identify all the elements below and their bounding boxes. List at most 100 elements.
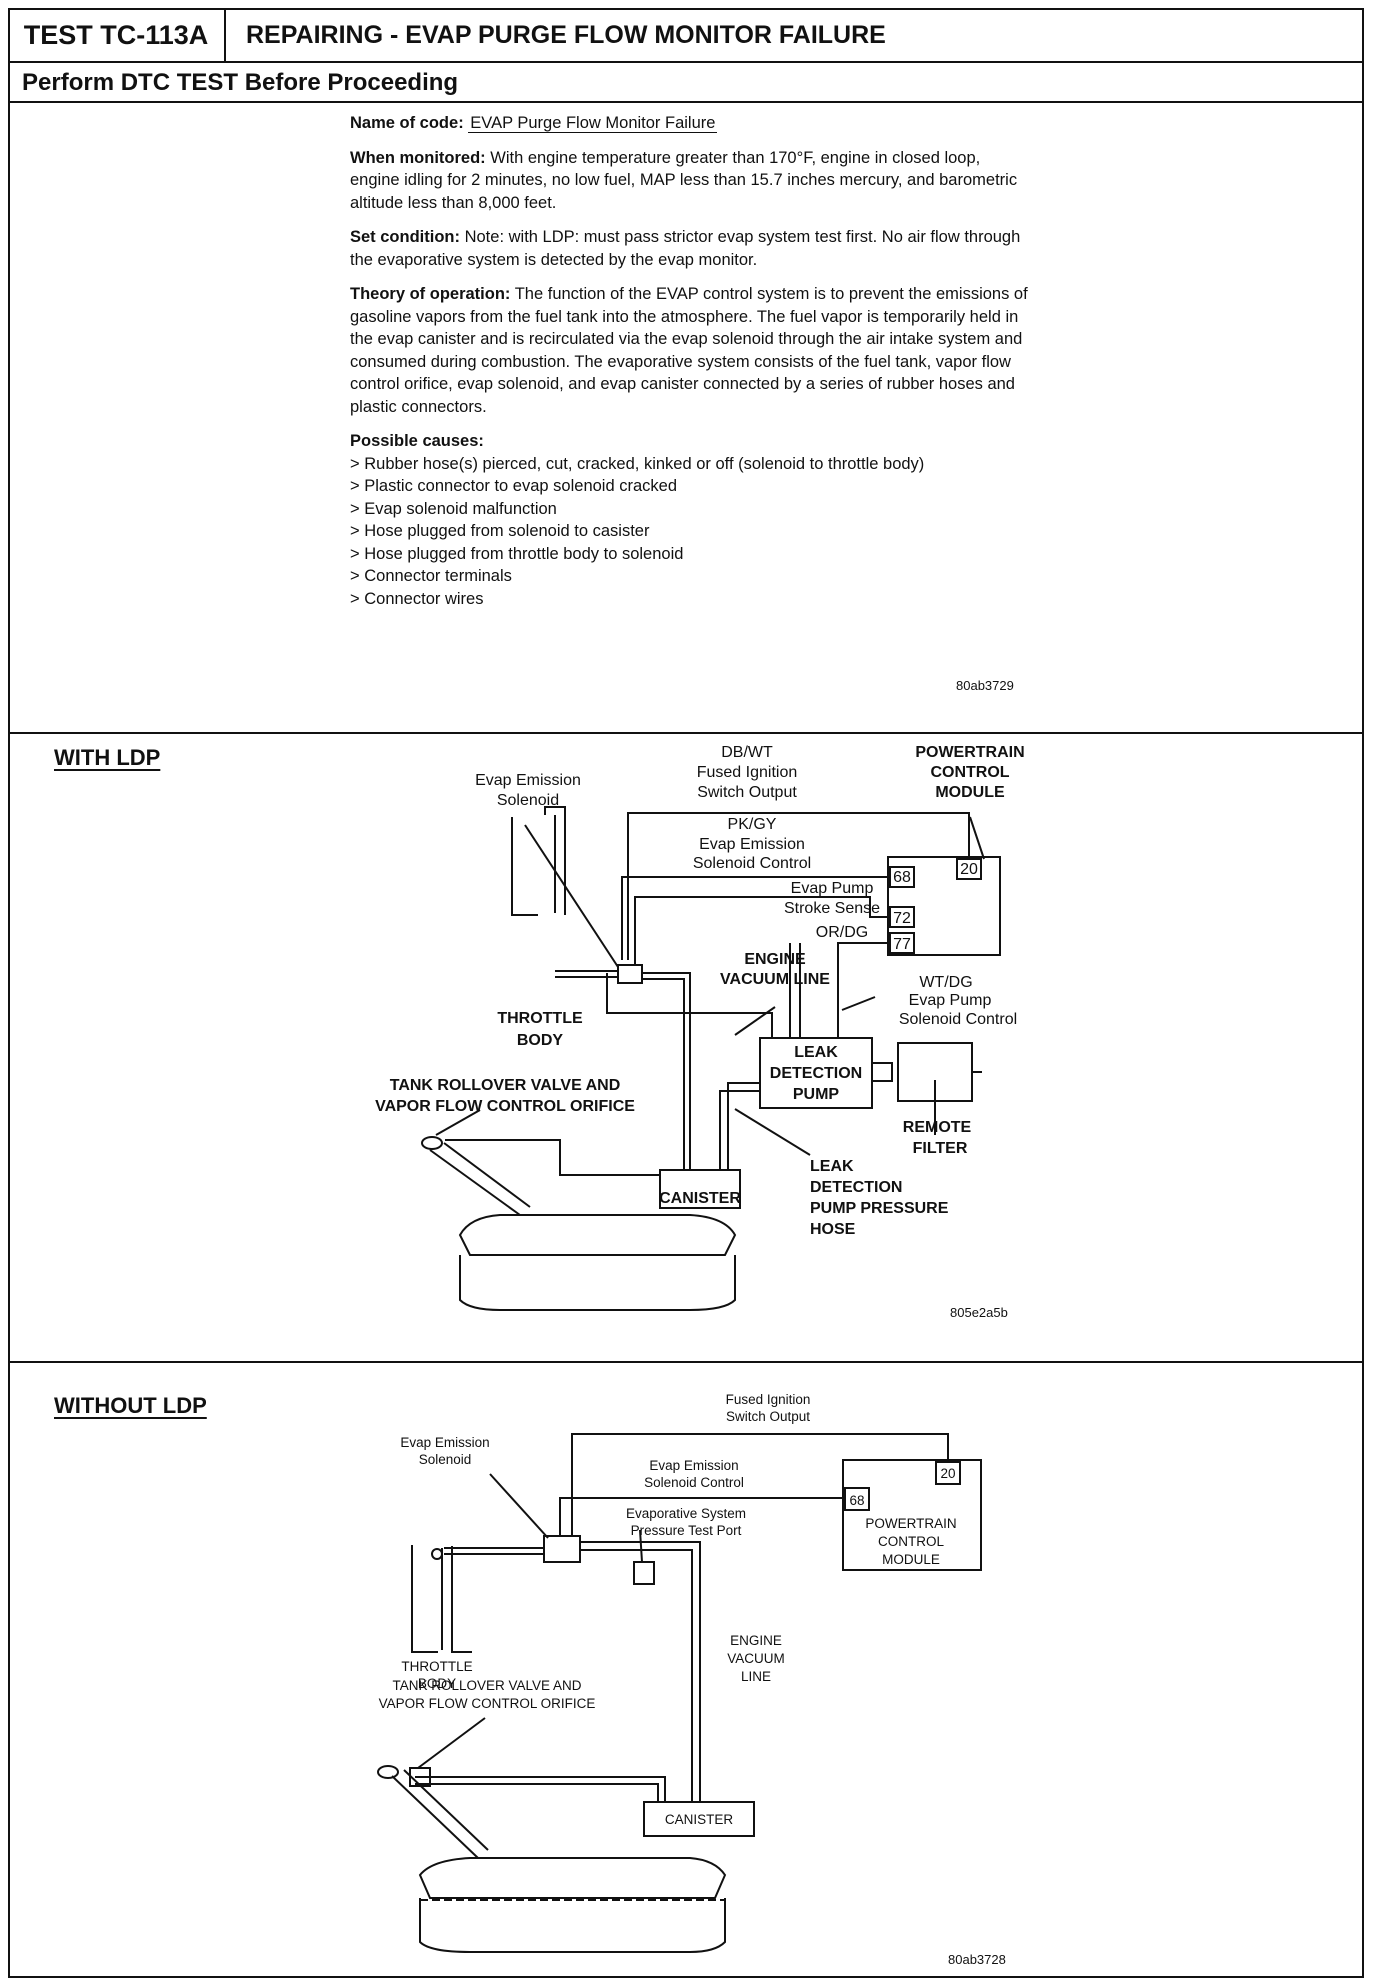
canister [659,1169,741,1209]
rollover-hose [445,1139,660,1176]
label: PUMP PRESSURE [810,1200,949,1217]
theory-text: The function of the EVAP control system … [350,285,1028,416]
label: FILTER [913,1140,968,1157]
label: THROTTLE [497,1010,583,1027]
label: PUMP [793,1086,840,1103]
label: HOSE [810,1221,856,1238]
label: CONTROL [878,1534,944,1549]
label: PK/GY [728,816,777,833]
name-of-code: Name of code: EVAP Purge Flow Monitor Fa… [350,112,1030,135]
name-label: Name of code: [350,114,464,132]
label: DETECTION [770,1065,862,1082]
when-text: With engine temperature greater than 170… [350,148,1018,212]
throttle-port [431,1548,443,1560]
filler-cap [377,1765,399,1779]
label: VACUUM LINE [720,971,830,988]
label: VAPOR FLOW CONTROL ORIFICE [379,1696,596,1711]
label: WT/DG [919,974,972,991]
with-ldp-diagram: DB/WT Fused Ignition Switch Output POWER… [375,744,1025,1311]
tank-filler-2 [403,1769,489,1851]
page-title: REPAIRING - EVAP PURGE FLOW MONITOR FAIL… [246,21,886,49]
label: POWERTRAIN [915,744,1024,761]
label: Fused Ignition [697,764,798,781]
label: CANISTER [665,1812,734,1827]
divider [8,732,1364,734]
wire-fused-ignition [571,1433,949,1536]
throttle-body-left [511,817,538,916]
set-label: Set condition: [350,228,460,246]
label: BODY [418,1676,456,1691]
label: ENGINE [730,1633,782,1648]
tank-filler [391,1775,479,1859]
vacuum-line-2 [642,978,685,1170]
fuel-tank-body [419,1898,726,1953]
vacuum-line-2 [580,1549,693,1802]
leader-solenoid [489,1473,549,1539]
causes-list: Rubber hose(s) pierced, cut, cracked, ki… [350,453,1030,611]
list-item: Connector wires [350,588,1030,611]
throttle-body-left [411,1545,438,1653]
label: 68 [849,1493,864,1508]
canister [643,1801,755,1837]
ldp-port [871,1062,893,1082]
leader-vacuum [734,1006,776,1036]
leader-pcm [969,816,985,860]
engine-vacuum-line [606,973,773,1038]
label: VAPOR FLOW CONTROL ORIFICE [375,1098,635,1115]
figure-ref: 80ab3729 [956,678,1014,693]
wire-wtdg [837,942,890,1038]
theory-label: Theory of operation: [350,285,511,303]
label: REMOTE [903,1119,972,1136]
divider [8,101,1364,103]
label: 20 [960,861,978,878]
label: MODULE [882,1552,940,1567]
label: 72 [893,910,911,927]
label: OR/DG [816,924,868,941]
label: DETECTION [810,1179,902,1196]
filler-cap [421,1136,443,1150]
label: DB/WT [721,744,773,761]
list-item: Rubber hose(s) pierced, cut, cracked, ki… [350,453,1030,476]
when-label: When monitored: [350,148,486,167]
label: ENGINE [744,951,806,968]
vacuum-line [642,972,691,1170]
label: Evap Emission [475,772,581,789]
label: Pressure Test Port [631,1523,742,1538]
list-item: Hose plugged from throttle body to solen… [350,543,1030,566]
label: TANK ROLLOVER VALVE AND [392,1678,581,1693]
label: Evaporative System [626,1506,746,1521]
label: Solenoid Control [899,1011,1017,1028]
pcm-box [887,856,1001,956]
label: Stroke Sense [784,900,880,917]
leader-port [639,1529,643,1563]
fuel-tank [418,1857,727,1899]
fuel-tank-body [459,1255,736,1311]
without-ldp-diagram: Fused Ignition Switch Output Evap Emissi… [377,1392,982,1953]
pcm-box [842,1459,982,1571]
section-title-with-ldp: WITH LDP [54,745,161,770]
theory-of-operation: Theory of operation: The function of the… [350,283,1030,418]
rollover-hose-2 [415,1783,659,1802]
label: MODULE [935,784,1005,801]
test-id: TEST TC-113A [8,8,226,63]
throttle-body-right [451,1546,472,1653]
label: Solenoid Control [644,1475,744,1490]
wire-pkgy [621,876,890,960]
page-subtitle: Perform DTC TEST Before Proceeding [22,69,459,96]
rollover-valve [409,1767,431,1787]
label: Switch Output [726,1409,810,1424]
set-condition: Set condition: Note: with LDP: must pass… [350,226,1030,271]
leader-solenoid [524,824,619,968]
label: 20 [940,1466,955,1481]
list-item: Plastic connector to evap solenoid crack… [350,475,1030,498]
label: Evap Emission [699,836,805,853]
ldp-pressure-hose-2 [719,1090,760,1170]
list-item: Connector terminals [350,565,1030,588]
label: 68 [893,869,911,886]
leader-wtdg [841,996,876,1011]
wire-ordg [634,896,890,965]
evap-solenoid [543,1535,581,1563]
wire-solenoid-control [559,1497,845,1536]
fuel-tank [458,1214,737,1256]
label: Evap Emission [400,1435,489,1450]
